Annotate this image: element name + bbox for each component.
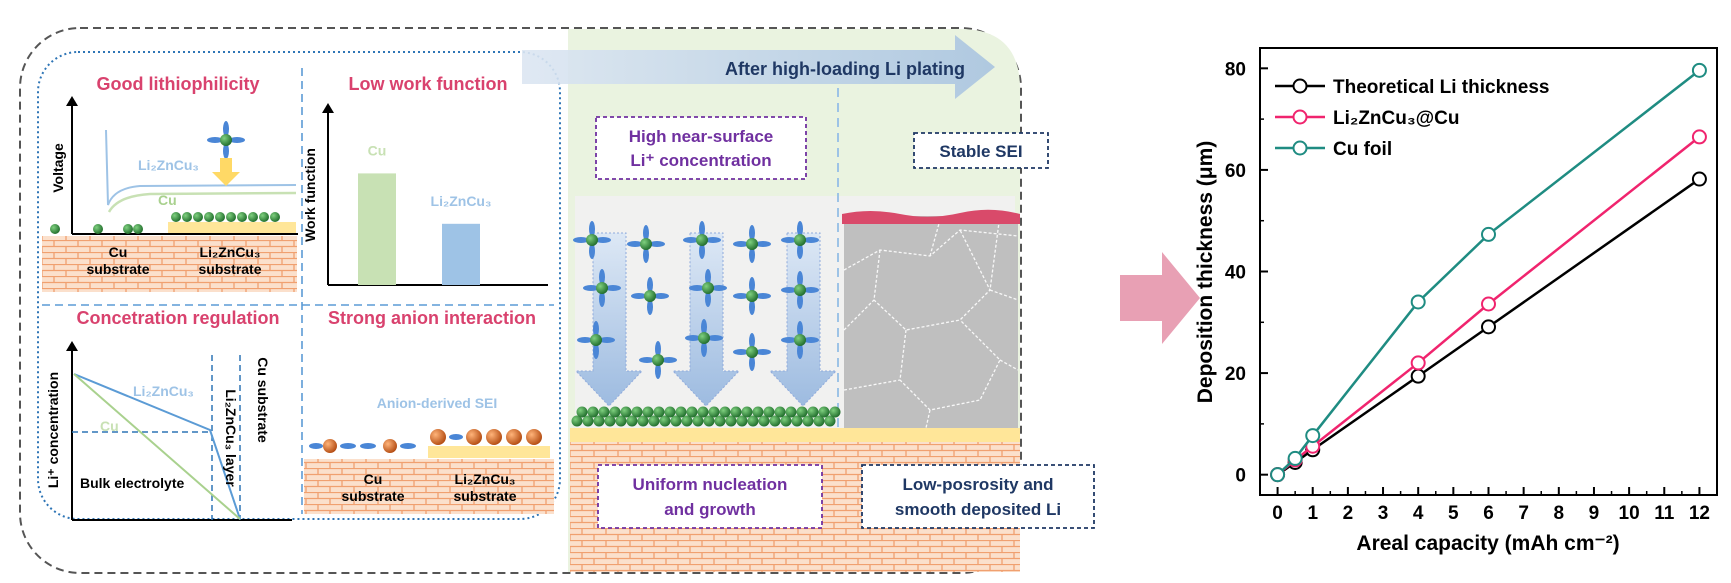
y-axis-label: Deposition thickness (μm) [1194, 141, 1217, 404]
svg-text:substrate: substrate [86, 261, 149, 277]
x-tick-label: 5 [1448, 503, 1459, 524]
down-arrows [574, 232, 838, 407]
anion-row-left [309, 439, 416, 453]
stable-sei-layer [842, 209, 1020, 224]
x-tick-label: 4 [1413, 503, 1424, 524]
y-tick-label: 60 [1225, 161, 1246, 182]
svg-text:substrate: substrate [453, 488, 516, 504]
legend-entry: Theoretical Li thickness [1333, 77, 1549, 98]
svg-text:substrate: substrate [341, 488, 404, 504]
svg-text:Cu: Cu [364, 471, 383, 487]
plot-frame [1259, 47, 1718, 496]
data-point [1481, 226, 1496, 242]
x-tick-label: 3 [1378, 503, 1389, 524]
x-tick-label: 10 [1619, 503, 1640, 524]
stable-sei-label: Stable SEI [939, 142, 1022, 161]
concentration-regulation-title: Concetration regulation [76, 308, 279, 328]
dense-li-block [844, 216, 1018, 428]
plating-arrow [522, 35, 995, 99]
plated-li-layer [571, 406, 841, 427]
data-point [1287, 450, 1303, 466]
svg-text:Li₂ZnCu₃: Li₂ZnCu₃ [133, 383, 194, 399]
lithio-curve-label-b: Cu [158, 192, 177, 208]
x-tick-label: 1 [1307, 503, 1318, 524]
y-tick-label: 40 [1225, 263, 1246, 284]
svg-text:High near-surface: High near-surface [629, 127, 774, 146]
data-point [1270, 467, 1286, 483]
mechanism-box [37, 51, 561, 520]
svg-text:Li₂ZnCu₃: Li₂ZnCu₃ [200, 244, 261, 260]
data-point [1410, 294, 1426, 310]
x-tick-label: 2 [1343, 503, 1354, 524]
work-function-bar-label: Li₂ZnCu₃ [431, 193, 492, 209]
x-tick-label: 9 [1589, 503, 1600, 524]
brick-substrate-bottom-right [304, 459, 554, 514]
svg-text:Uniform nucleation: Uniform nucleation [633, 475, 788, 494]
good-lithiophilicity-title: Good lithiophilicity [97, 74, 260, 94]
x-tick-label: 0 [1272, 503, 1283, 524]
legend-entry: Cu foil [1333, 139, 1392, 160]
brick-substrate-top-left [42, 236, 297, 292]
work-function-axis-label: Work function [302, 148, 318, 242]
anion-row-right [430, 429, 542, 445]
x-axis-label: Areal capacity (mAh cm⁻²) [1356, 532, 1619, 555]
data-point [1481, 296, 1496, 312]
anion-sei-label: Anion-derived SEI [377, 395, 498, 411]
work-function-bar-label: Cu [368, 142, 387, 158]
data-point [1305, 428, 1321, 444]
work-function-bar [442, 223, 480, 285]
y-tick-label: 20 [1225, 364, 1246, 385]
x-tick-label: 11 [1654, 503, 1675, 524]
svg-text:Li⁺ concentration: Li⁺ concentration [630, 151, 771, 170]
work-function-bar [358, 173, 396, 285]
data-point [1691, 171, 1707, 187]
li-concentration-axis-label: Li⁺ concentration [45, 372, 61, 488]
y-tick-label: 0 [1235, 466, 1246, 487]
voltage-axis-label: Voltage [50, 143, 66, 193]
svg-text:smooth deposited Li: smooth deposited Li [895, 500, 1061, 519]
data-point [1410, 355, 1426, 371]
svg-text:Cu: Cu [100, 418, 119, 434]
series-line [1276, 69, 1701, 476]
data-point [1410, 368, 1426, 384]
layer-label: Li₂ZnCu₃ layer [223, 389, 239, 487]
cu-substrate-label: Cu substrate [255, 357, 271, 443]
x-tick-label: 8 [1554, 503, 1565, 524]
svg-text:substrate: substrate [198, 261, 261, 277]
x-tick-label: 7 [1518, 503, 1529, 524]
bulk-electrolyte-label: Bulk electrolyte [80, 475, 184, 491]
lithio-curve-label-a: Li₂ZnCu₃ [138, 157, 199, 173]
data-point [1481, 319, 1496, 335]
li-deposit-row [171, 212, 280, 222]
legend-entry: Li₂ZnCu₃@Cu [1333, 108, 1460, 129]
svg-text:Li₂ZnCu₃: Li₂ZnCu₃ [455, 471, 516, 487]
x-tick-label: 12 [1689, 503, 1710, 524]
svg-text:and growth: and growth [664, 500, 756, 519]
svg-text:Cu: Cu [109, 244, 128, 260]
data-point [1691, 62, 1707, 78]
y-tick-label: 80 [1225, 59, 1246, 80]
svg-text:Low-posrosity and: Low-posrosity and [902, 475, 1053, 494]
strong-anion-title: Strong anion interaction [328, 308, 536, 328]
outer-frame [19, 27, 1022, 574]
low-work-function-title: Low work function [349, 74, 508, 94]
data-point [1691, 129, 1707, 145]
pink-arrow [1120, 252, 1200, 344]
plating-arrow-label: After high-loading Li plating [725, 59, 965, 79]
x-tick-label: 6 [1483, 503, 1494, 524]
